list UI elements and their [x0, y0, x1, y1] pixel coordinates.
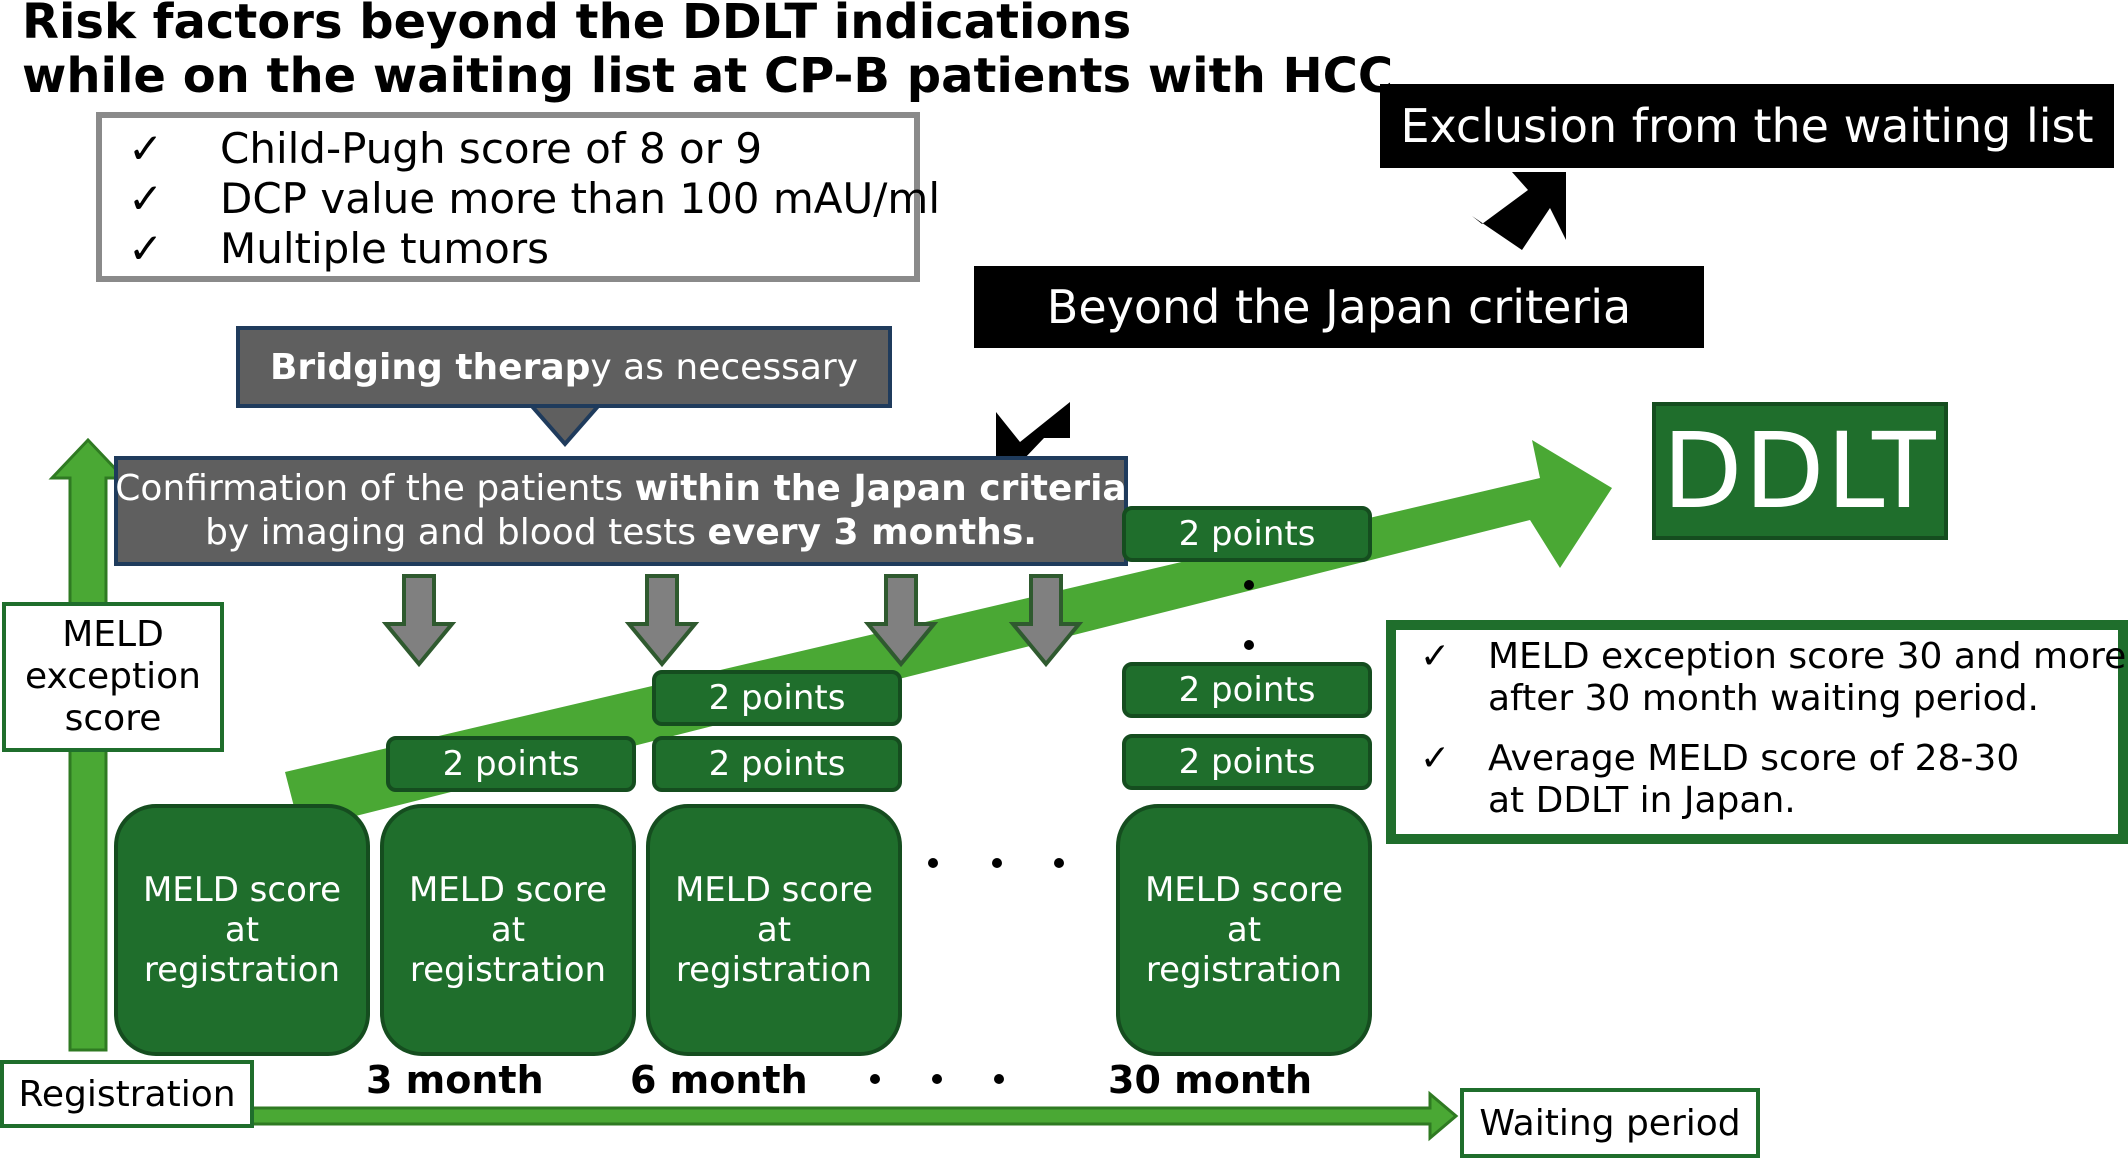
down-arrow	[863, 574, 939, 668]
risk-factor-text: Multiple tumors	[220, 224, 550, 273]
confirmation-plain-2: by imaging and blood tests	[205, 512, 708, 553]
waiting-period-label: Waiting period	[1460, 1088, 1760, 1158]
risk-factor-text: Child-Pugh score of 8 or 9	[220, 124, 763, 173]
confirmation-plain-1: Confirmation of the patients	[115, 468, 635, 509]
points-box: 2 points	[1122, 734, 1372, 790]
bridging-rest: y as necessary	[590, 346, 858, 388]
ellipsis-dot	[1244, 580, 1254, 590]
meld-card-line: at	[756, 910, 792, 950]
check-icon: ✓	[128, 124, 164, 173]
risk-factor-text: DCP value more than 100 mAU/ml	[220, 174, 940, 223]
confirmation-bold-2: every 3 months.	[707, 512, 1037, 553]
meld-exception-line: exception	[25, 656, 201, 697]
month-label: 30 month	[1108, 1058, 1313, 1102]
beyond-criteria-box: Beyond the Japan criteria	[974, 266, 1704, 348]
meld-card-line: MELD score	[674, 870, 874, 910]
meld-card: MELD score at registration	[114, 804, 370, 1056]
ddlt-box: DDLT	[1652, 402, 1948, 540]
title-line-2: while on the waiting list at CP-B patien…	[22, 48, 1394, 104]
meld-card-line: registration	[409, 950, 607, 990]
ellipsis-dot	[994, 1074, 1004, 1084]
check-icon: ✓	[1420, 636, 1451, 677]
confirmation-bold-1: within the Japan criteria	[634, 468, 1127, 509]
points-box: 2 points	[1122, 506, 1372, 562]
confirmation-line-1: Confirmation of the patients within the …	[115, 467, 1126, 511]
down-arrow	[624, 574, 700, 668]
meld-exception-label: MELD exception score	[2, 602, 224, 752]
down-arrows	[381, 574, 1084, 668]
meld-card-line: registration	[675, 950, 873, 990]
check-icon: ✓	[1420, 738, 1451, 779]
meld-card-line: MELD score	[1144, 870, 1344, 910]
ellipsis-dot	[870, 1074, 880, 1084]
notes-box: ✓ MELD exception score 30 and more after…	[1386, 620, 2128, 844]
check-icon: ✓	[128, 224, 164, 273]
bridging-therapy-text: Bridging therapy as necessary	[270, 347, 858, 388]
ellipsis-dot	[992, 858, 1002, 868]
black-arrow-top	[1472, 172, 1566, 250]
month-label: 6 month	[630, 1058, 808, 1102]
confirmation-box: Confirmation of the patients within the …	[114, 456, 1128, 566]
ellipsis-dot	[928, 858, 938, 868]
bridging-arrow-tip	[525, 402, 605, 448]
ellipsis-dot	[932, 1074, 942, 1084]
meld-exception-line: score	[64, 698, 162, 739]
exclusion-box: Exclusion from the waiting list	[1380, 84, 2114, 168]
meld-card-line: MELD score	[408, 870, 608, 910]
ellipsis-dot	[1054, 858, 1064, 868]
month-label: 3 month	[366, 1058, 544, 1102]
waiting-period-arrow	[158, 1090, 1459, 1142]
points-box: 2 points	[652, 670, 902, 726]
meld-card: MELD score at registration	[1116, 804, 1372, 1056]
note-line: after 30 month waiting period.	[1488, 678, 2040, 719]
bridging-therapy-box: Bridging therapy as necessary	[236, 326, 892, 408]
ellipsis-dot	[1244, 640, 1254, 650]
meld-exception-line: MELD	[62, 614, 164, 655]
note-text: Average MELD score of 28-30 at DDLT in J…	[1488, 738, 2019, 822]
meld-card-line: MELD score	[142, 870, 342, 910]
note-line: at DDLT in Japan.	[1488, 780, 1796, 821]
meld-card-line: at	[224, 910, 260, 950]
registration-label: Registration	[0, 1060, 254, 1128]
meld-card-line: registration	[1145, 950, 1343, 990]
confirmation-line-2: by imaging and blood tests every 3 month…	[205, 511, 1037, 555]
note-line: Average MELD score of 28-30	[1488, 738, 2020, 779]
down-arrow	[1008, 574, 1084, 668]
meld-card-line: at	[1226, 910, 1262, 950]
meld-card: MELD score at registration	[380, 804, 636, 1056]
note-line: MELD exception score 30 and more	[1488, 636, 2127, 677]
check-icon: ✓	[128, 174, 164, 223]
points-box: 2 points	[386, 736, 636, 792]
note-text: MELD exception score 30 and more after 3…	[1488, 636, 2126, 720]
points-box: 2 points	[652, 736, 902, 792]
meld-card: MELD score at registration	[646, 804, 902, 1056]
progress-arrow	[285, 440, 1612, 830]
title-line-1: Risk factors beyond the DDLT indications	[22, 0, 1132, 50]
risk-factors-box: ✓ Child-Pugh score of 8 or 9 ✓ DCP value…	[96, 112, 940, 282]
down-arrow	[381, 574, 457, 668]
meld-card-line: at	[490, 910, 526, 950]
points-box: 2 points	[1122, 662, 1372, 718]
meld-card-line: registration	[143, 950, 341, 990]
bridging-bold: Bridging therap	[269, 346, 591, 388]
